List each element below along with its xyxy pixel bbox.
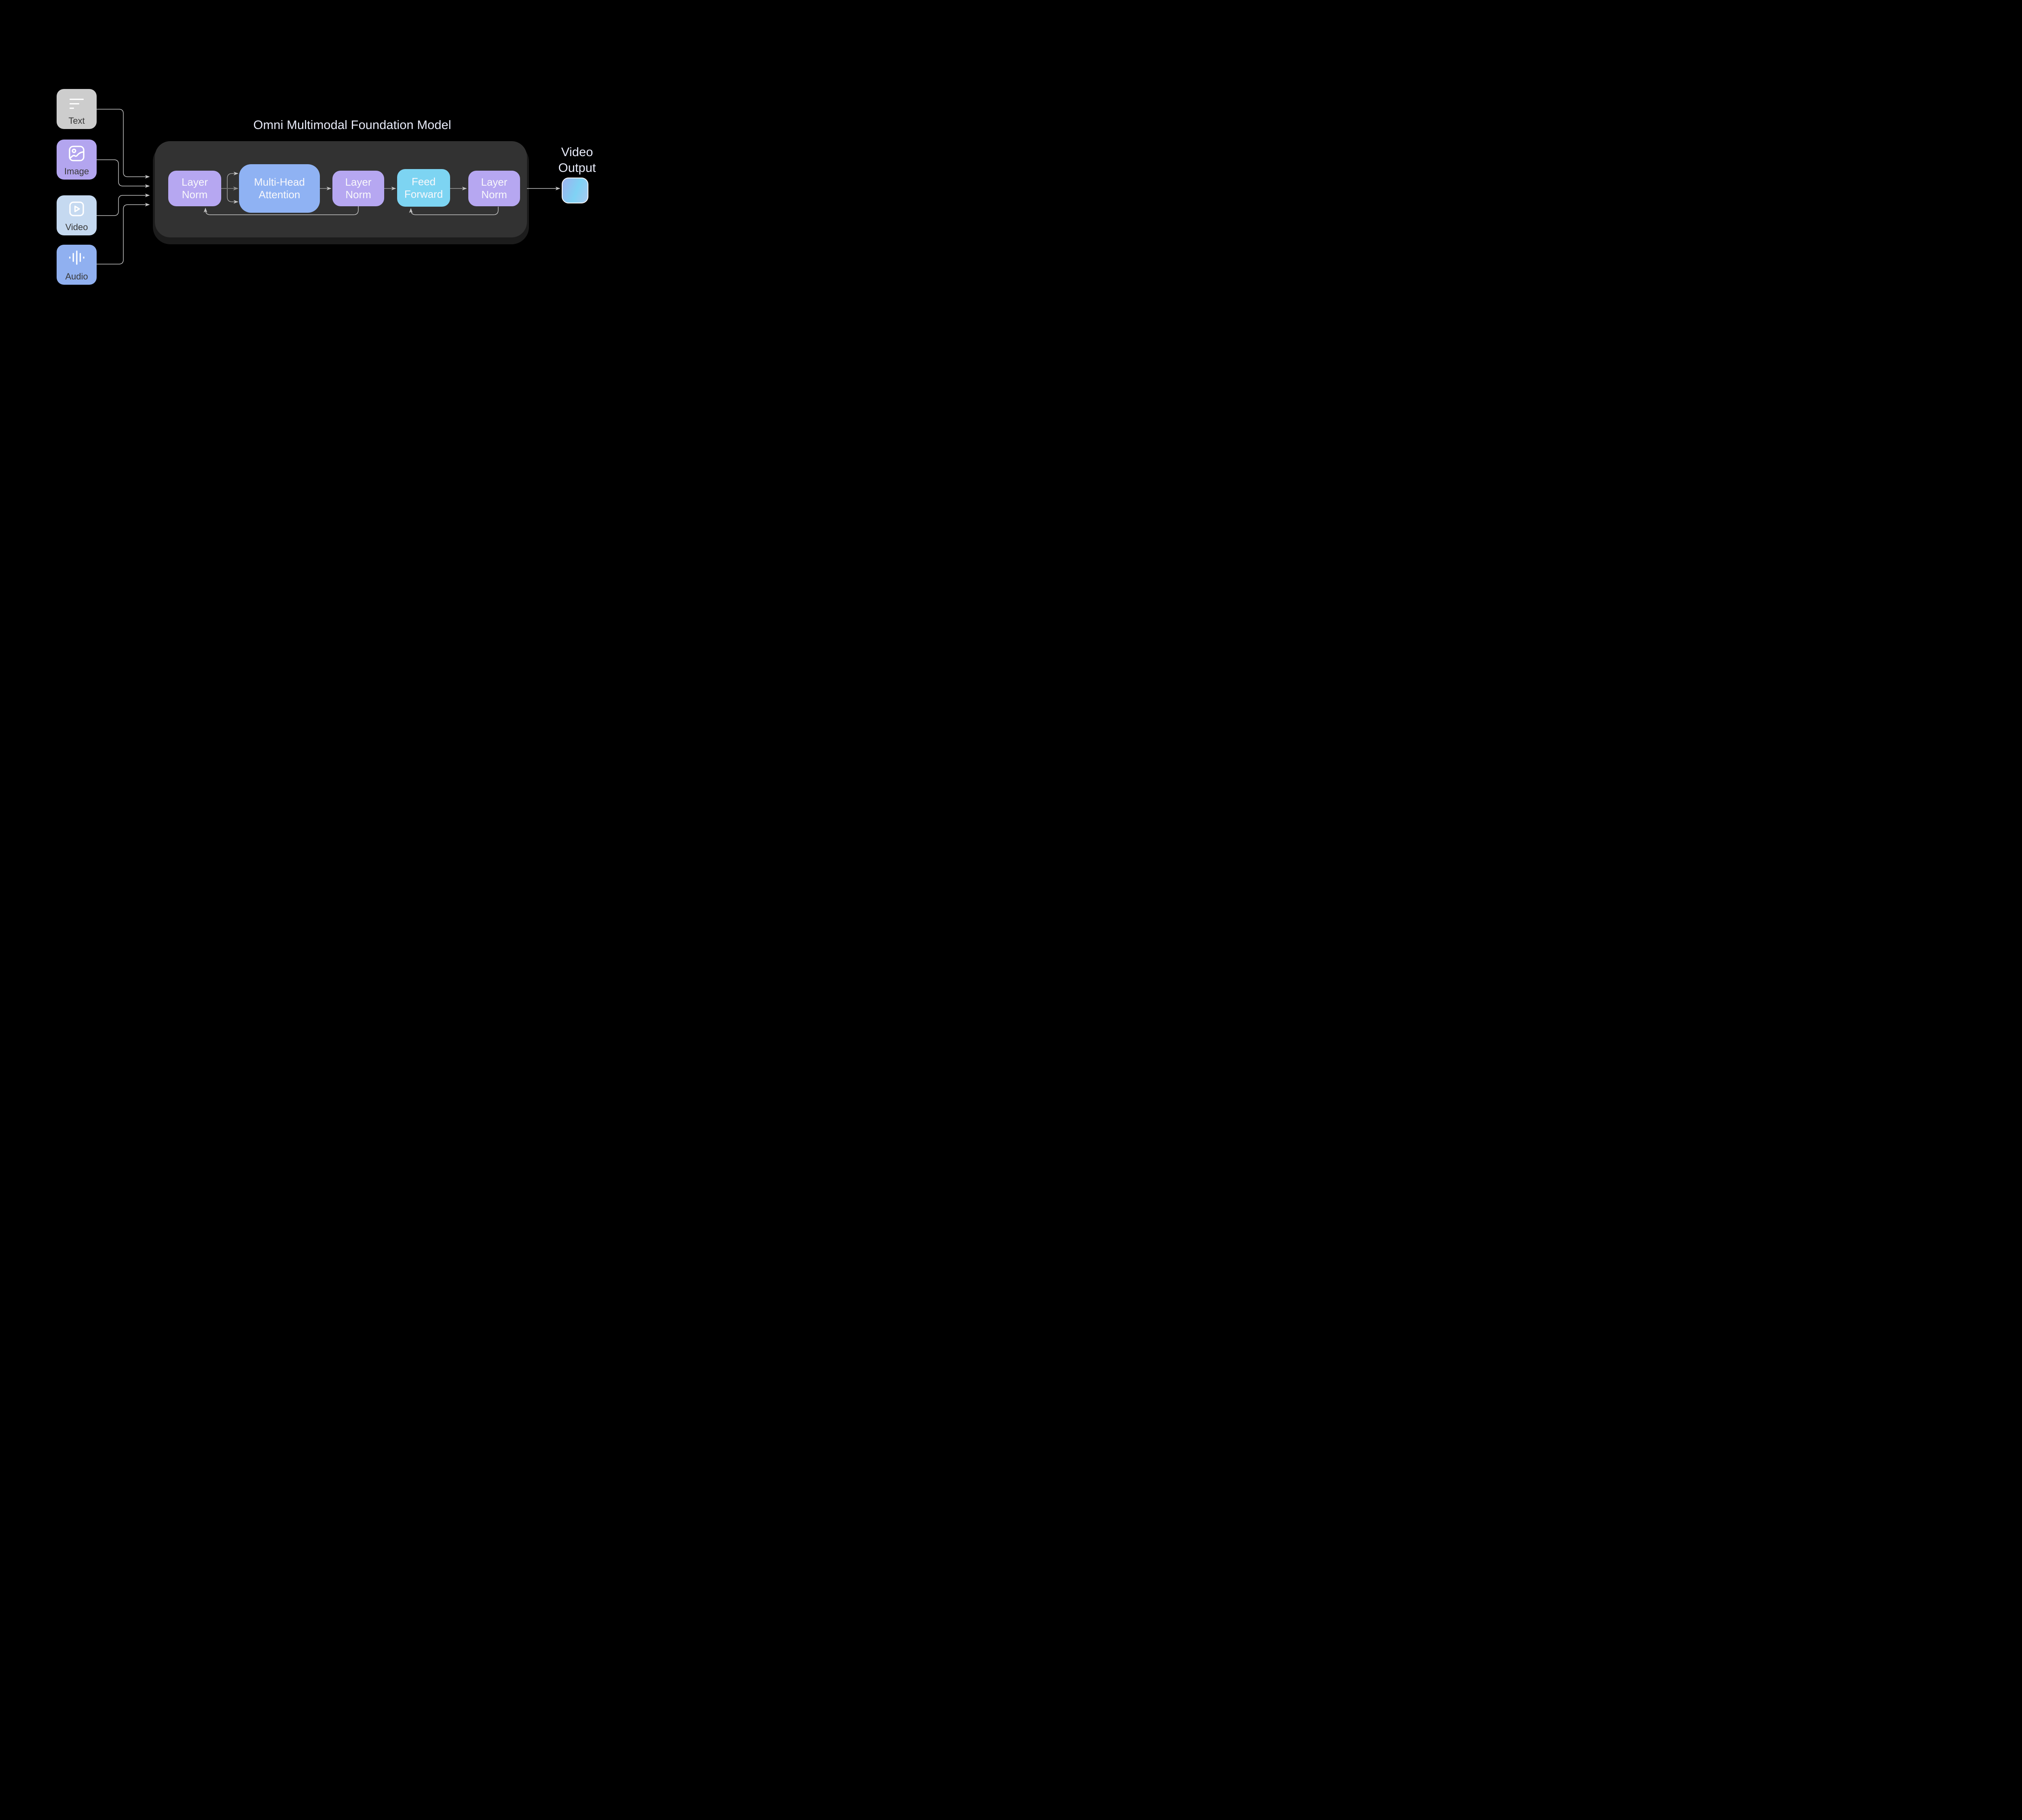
connector-layer [97, 109, 560, 265]
video-output-box [562, 178, 588, 203]
video-play-icon [57, 201, 97, 217]
model-title: Omni Multimodal Foundation Model [253, 118, 451, 132]
wire-residual-loop-1 [203, 206, 359, 215]
output-label-line: Output [558, 161, 596, 175]
output-label-line: Video [561, 145, 593, 159]
block-layer-norm-1: Layer Norm [168, 171, 221, 206]
wire-text-input [97, 109, 150, 179]
input-box-audio: Audio [57, 245, 97, 285]
block-label-line: Forward [404, 188, 443, 200]
audio-waveform-icon [57, 250, 97, 265]
block-label-line: Norm [481, 188, 507, 201]
block-feed-forward: Feed Forward [397, 169, 450, 207]
output-label: Video Output [533, 144, 622, 176]
text-lines-icon [57, 98, 97, 110]
input-box-image: Image [57, 140, 97, 180]
input-label-video: Video [65, 222, 88, 232]
block-label-line: Norm [345, 188, 371, 201]
wire-image-input [97, 159, 150, 188]
wire-video-input [97, 193, 150, 216]
input-label-text: Text [68, 116, 85, 126]
block-multi-head-attention: Multi-Head Attention [239, 164, 320, 213]
model-container: Layer Norm Multi-Head Attention Layer No… [155, 141, 527, 237]
block-layer-norm-3: Layer Norm [468, 171, 520, 206]
block-layer-norm-2: Layer Norm [332, 171, 384, 206]
input-label-image: Image [64, 166, 89, 176]
image-icon [57, 145, 97, 162]
block-label-line: Norm [182, 188, 208, 201]
wire-fork-top [227, 171, 239, 188]
wire-audio-input [97, 203, 150, 265]
block-label-line: Layer [181, 176, 208, 188]
block-label-line: Feed [411, 175, 436, 188]
block-label-line: Multi-Head [254, 176, 305, 188]
diagram-canvas: Omni Multimodal Foundation Model Text Im… [0, 0, 635, 364]
wire-fork-bottom [227, 188, 239, 204]
block-label-line: Layer [345, 176, 372, 188]
input-box-text: Text [57, 89, 97, 129]
wire-residual-loop-2 [409, 207, 499, 215]
block-label-line: Layer [481, 176, 508, 188]
input-label-audio: Audio [65, 271, 88, 281]
block-label-line: Attention [258, 188, 300, 201]
input-box-video: Video [57, 195, 97, 235]
